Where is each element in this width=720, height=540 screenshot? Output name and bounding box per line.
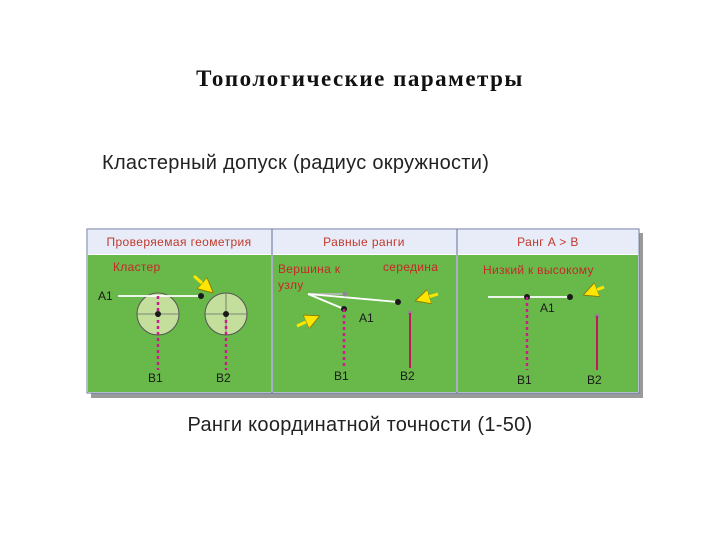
header-equal-ranks: Равные ранги [323, 235, 405, 249]
panel1-arrow [193, 274, 211, 291]
panel1-b2-point [223, 311, 229, 317]
page-title: Топологические параметры [196, 66, 524, 91]
panel1-a1-end-point [198, 293, 204, 299]
panel2-a1-end-point [395, 299, 401, 305]
panel2-arrow-right [418, 294, 439, 300]
panel2-b2-label: B2 [400, 369, 415, 383]
midpoint-label: середина [383, 260, 438, 274]
low-to-high-label: Низкий к высокому [483, 263, 594, 277]
header-cell-1 [88, 230, 271, 254]
panel3-a1-end-point [567, 294, 573, 300]
panel3-b1-label: B1 [517, 373, 532, 387]
panel2-a1-label: A1 [359, 311, 374, 325]
panel2-b1-label: B1 [334, 369, 349, 383]
panel2-a1-segment [307, 293, 345, 310]
panel1-a1-label: A1 [98, 289, 113, 303]
panel3-arrow [586, 287, 605, 294]
panel2-gray-point [342, 291, 348, 297]
panel2-arrow-left [296, 317, 317, 326]
header-cell-3 [458, 230, 638, 254]
panel2-a1-segment [307, 293, 399, 303]
caption: Ранги координатной точности (1-50) [187, 414, 533, 436]
panel3-b2-label: B2 [587, 373, 602, 387]
vertex-label-line1: Вершина к [278, 262, 341, 276]
panel1-b1-label: B1 [148, 371, 163, 385]
panel1-b2-label: B2 [216, 371, 231, 385]
subtitle: Кластерный допуск (радиус окружности) [102, 152, 490, 174]
panel-rank-a-gt-b [458, 255, 638, 392]
header-geometry: Проверяемая геометрия [106, 235, 251, 249]
header-cell-2 [273, 230, 456, 254]
header-rank-a-gt-b: Ранг A > B [517, 235, 579, 249]
panel1-b1-point [155, 311, 161, 317]
panel3-a1-label: A1 [540, 301, 555, 315]
cluster-label: Кластер [113, 260, 161, 274]
vertex-label-line2: узлу [278, 278, 304, 292]
